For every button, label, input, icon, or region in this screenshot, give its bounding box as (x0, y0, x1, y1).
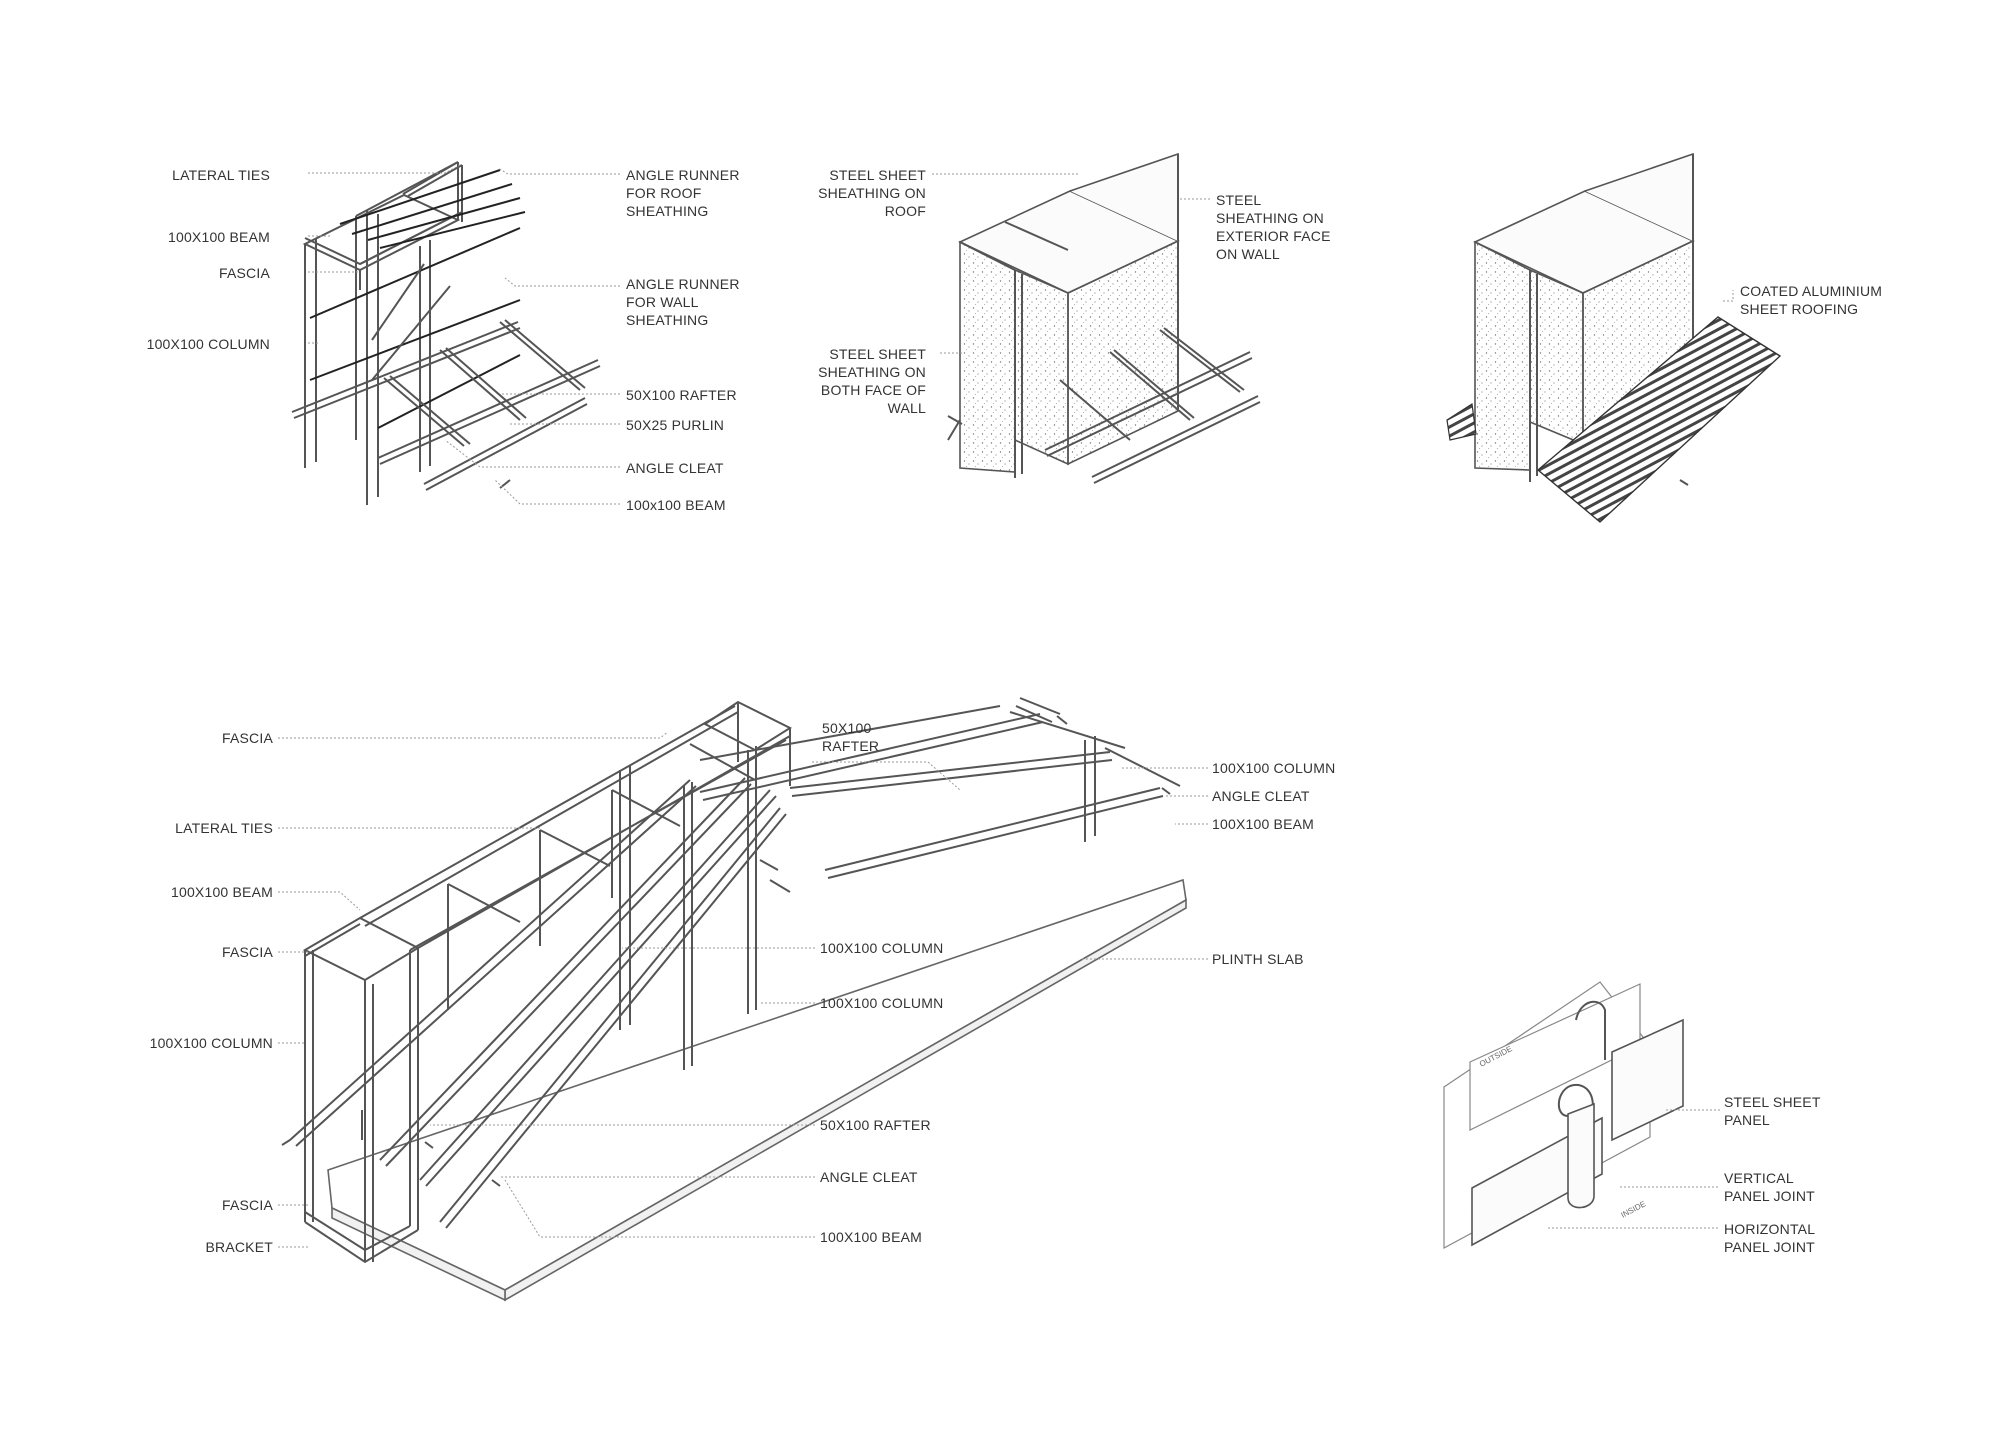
label-beam: 100X100 BEAM (167, 229, 270, 245)
label-plinth-slab: PLINTH SLAB (1212, 951, 1304, 967)
label-rear-beam: 100X100 BEAM (1212, 816, 1315, 832)
label-bracket: BRACKET (205, 1239, 273, 1255)
full-frame-axonometric (278, 697, 1208, 1302)
label-beam-2: 100X100 BEAM (170, 884, 273, 900)
label-mid-column-2: 100X100 COLUMN (820, 995, 944, 1011)
label-mid-rafter: 50X100 RAFTER (820, 1117, 931, 1133)
label-column-2: 100X100 COLUMN (149, 1035, 273, 1051)
label-lateral-ties: LATERAL TIES (172, 167, 270, 183)
label-column: 100X100 COLUMN (146, 336, 270, 352)
label-fascia-top: FASCIA (222, 730, 273, 746)
label-rafter: 50X100 RAFTER (626, 387, 737, 403)
label-purlin: 50X25 PURLIN (626, 417, 725, 433)
panel-joint-detail (1443, 981, 1720, 1250)
label-mid-angle-cleat: ANGLE CLEAT (820, 1169, 918, 1185)
label-mid-column-1: 100X100 COLUMN (820, 940, 944, 956)
label-fascia: FASCIA (219, 265, 270, 281)
frame-axonometric (291, 161, 620, 505)
roofing-axonometric (1446, 152, 1782, 523)
label-fascia-mid: FASCIA (222, 944, 273, 960)
label-angle-cleat: ANGLE CLEAT (626, 460, 724, 476)
label-rear-angle-cleat: ANGLE CLEAT (1212, 788, 1310, 804)
label-beam-bottom: 100x100 BEAM (626, 497, 726, 513)
sheathing-axonometric (932, 152, 1261, 484)
label-mid-beam: 100X100 BEAM (820, 1229, 923, 1245)
label-lateral-ties-2: LATERAL TIES (175, 820, 273, 836)
label-rear-column: 100X100 COLUMN (1212, 760, 1336, 776)
label-fascia-bottom: FASCIA (222, 1197, 273, 1213)
